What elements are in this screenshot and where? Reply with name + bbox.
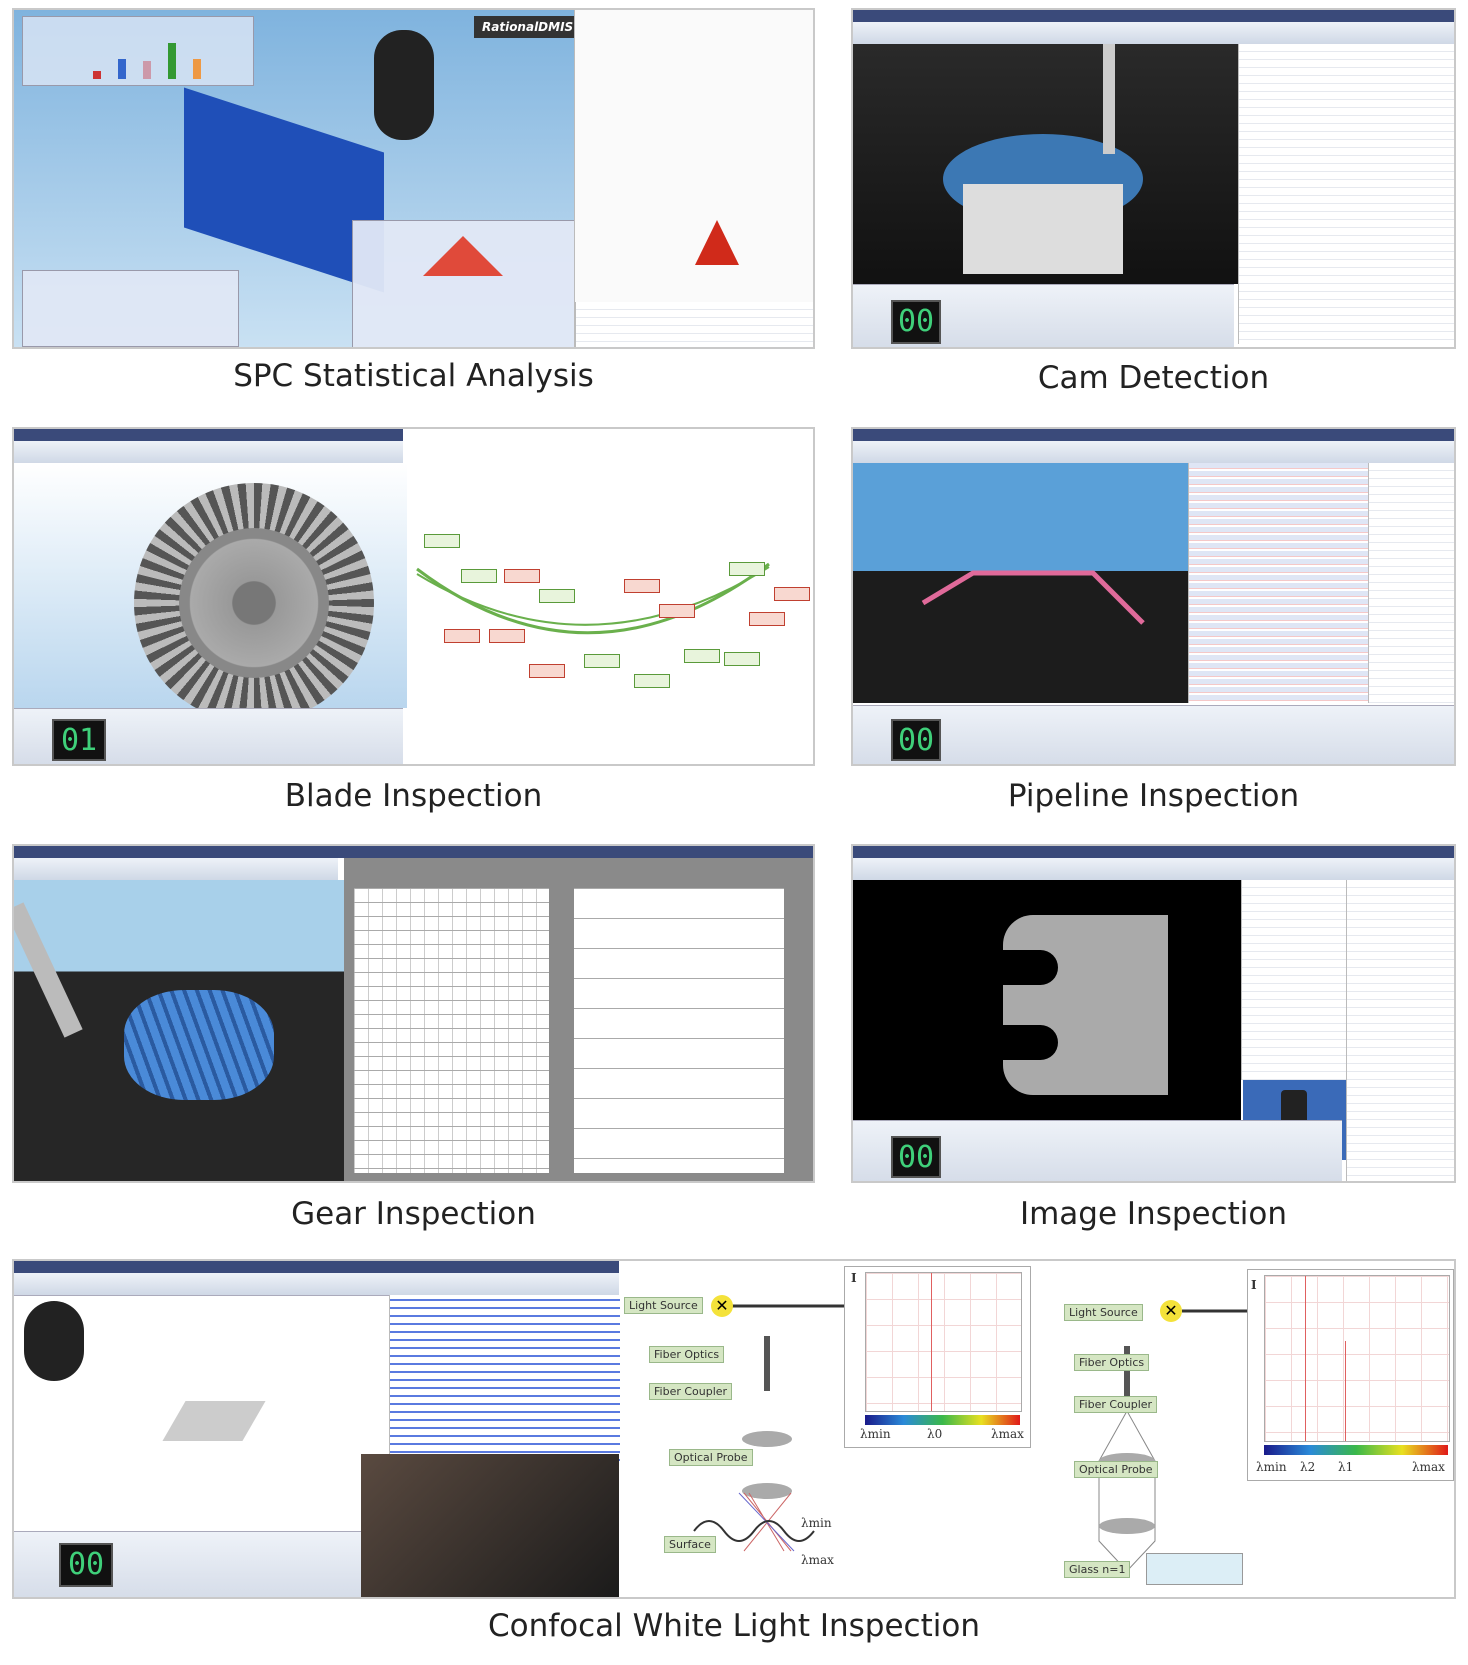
viewport-3d <box>14 463 407 723</box>
confocal-screenshot: 00 Light Source ✕ Fiber Optics Fiber Cou… <box>12 1259 1456 1599</box>
chart-grid <box>865 1272 1022 1412</box>
pipeline-screenshot: 00 <box>851 427 1456 766</box>
peak-line <box>931 1273 932 1411</box>
spectrum-chart: I λmin λ2 λ1 λmax <box>1247 1269 1454 1481</box>
trend-window <box>22 270 239 347</box>
label-fiber-coupler: Fiber Coupler <box>1074 1396 1158 1413</box>
histogram-window <box>22 16 254 86</box>
caption-gear: Gear Inspection <box>291 1196 536 1232</box>
tick-lambda-2: λ2 <box>1300 1460 1316 1474</box>
axis-intensity: I <box>1251 1278 1257 1292</box>
label-fiber-coupler: Fiber Coupler <box>649 1383 733 1400</box>
tick-lambda-min: λmin <box>1256 1460 1287 1474</box>
tick-lambda-min: λmin <box>860 1427 891 1441</box>
optical-path <box>693 1304 844 1552</box>
label-fiber-optics: Fiber Optics <box>1074 1354 1150 1371</box>
peak-line-1 <box>1345 1341 1346 1441</box>
bottom-panel <box>853 705 1454 764</box>
caption-blade: Blade Inspection <box>284 778 543 814</box>
caption-cam: Cam Detection <box>1037 360 1270 396</box>
caption-image: Image Inspection <box>1019 1196 1288 1232</box>
cam-screenshot: 00 <box>851 8 1456 349</box>
label-lambda-max-depth: λmax <box>801 1553 834 1567</box>
label-light-source: Light Source <box>624 1297 703 1314</box>
label-optical-probe: Optical Probe <box>1074 1461 1158 1478</box>
caption-pipeline: Pipeline Inspection <box>1007 778 1300 814</box>
program-text[interactable] <box>1346 880 1454 1181</box>
feature-list[interactable] <box>1238 44 1454 344</box>
tick-lambda-1: λ1 <box>1338 1460 1354 1474</box>
software-view: 00 <box>14 1261 620 1597</box>
results-table[interactable] <box>1188 463 1369 703</box>
counter-display: 00 <box>891 1136 941 1178</box>
sheet-part <box>162 1401 266 1441</box>
label-glass: Glass n=1 <box>1064 1561 1131 1578</box>
image-screenshot: 00 <box>851 844 1456 1183</box>
results-list[interactable] <box>1241 880 1347 1080</box>
report-page-1 <box>354 888 549 1173</box>
spc-screenshot: RationalDMIS <box>12 8 815 349</box>
label-fiber-optics: Fiber Optics <box>649 1346 725 1363</box>
counter-display: 01 <box>52 719 106 761</box>
light-source-icon: ✕ <box>1160 1300 1182 1322</box>
report-pane <box>574 10 813 347</box>
counter-display: 00 <box>891 300 941 344</box>
viewport-3d <box>853 463 1188 703</box>
rationaldmis-logo: RationalDMIS <box>474 16 582 38</box>
data-table <box>575 302 813 347</box>
tick-lambda-max: λmax <box>1412 1460 1445 1474</box>
viewport-3d <box>853 44 1238 284</box>
distribution-window <box>352 220 579 347</box>
confocal-diagram-surface: Light Source ✕ Fiber Optics Fiber Couple… <box>619 1261 1039 1597</box>
axis-intensity: I <box>851 1271 857 1285</box>
light-source-icon: ✕ <box>711 1295 733 1317</box>
tick-lambda-0: λ0 <box>927 1427 943 1441</box>
toolbar[interactable] <box>853 22 1454 45</box>
probe-head <box>24 1301 84 1381</box>
label-surface: Surface <box>664 1536 716 1553</box>
feature-tree[interactable] <box>1368 463 1454 703</box>
label-lambda-min-depth: λmin <box>801 1516 832 1530</box>
label-optical-probe: Optical Probe <box>669 1449 753 1466</box>
blade-section-view <box>409 429 813 764</box>
spectrum-chart: I λmin λ0 λmax <box>844 1266 1031 1448</box>
blade-profile <box>416 562 770 635</box>
spectrum-bar <box>865 1415 1020 1425</box>
program-list[interactable] <box>389 1295 620 1465</box>
gear-screenshot <box>12 844 815 1183</box>
machine-photo <box>361 1454 619 1597</box>
spectrum-bar <box>1264 1445 1448 1455</box>
counter-display: 00 <box>891 719 941 761</box>
camera-view <box>853 880 1241 1120</box>
label-light-source: Light Source <box>1064 1304 1143 1321</box>
peak-line-2 <box>1305 1276 1306 1441</box>
caption-spc: SPC Statistical Analysis <box>233 358 594 394</box>
chart-grid <box>1264 1275 1450 1442</box>
caption-confocal: Confocal White Light Inspection <box>488 1608 980 1644</box>
viewport-3d <box>14 880 344 1181</box>
probe-head <box>374 30 434 140</box>
confocal-diagram-glass: Light Source ✕ Fiber Optics Fiber Couple… <box>1054 1261 1454 1597</box>
tick-lambda-max: λmax <box>991 1427 1024 1441</box>
blade-screenshot: 01 <box>12 427 815 766</box>
glass-sample <box>1146 1553 1243 1585</box>
report-page-2 <box>574 888 784 1173</box>
counter-display: 00 <box>59 1543 113 1587</box>
report-viewer <box>344 858 813 1181</box>
